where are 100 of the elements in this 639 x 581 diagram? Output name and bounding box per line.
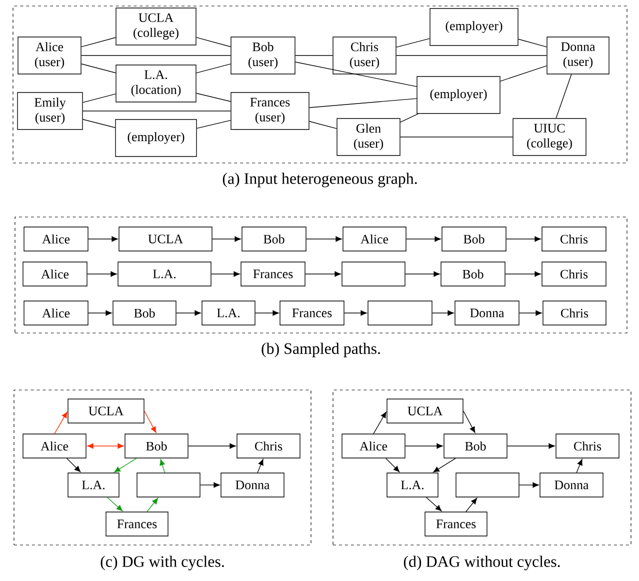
arrow: [176, 310, 201, 316]
node-box: (employer): [416, 76, 500, 114]
node-box: Donna: [220, 472, 284, 498]
node-box: Alice: [24, 300, 88, 326]
node-box: Bob: [242, 226, 306, 252]
node-box: L.A. (location): [116, 64, 196, 102]
connector-line: [81, 64, 116, 74]
node-box: UCLA: [118, 226, 212, 252]
node-box: Chris: [542, 226, 606, 252]
arrow: [344, 310, 367, 316]
arrow: [87, 443, 124, 449]
node-box: Bob (user): [230, 36, 296, 74]
arrow: [146, 498, 158, 512]
arrow: [306, 236, 342, 242]
node-box: Alice: [22, 262, 88, 286]
node-box: Alice (user): [18, 36, 82, 74]
connector-line: [295, 62, 417, 87]
arrow: [519, 482, 539, 488]
empty-box: [368, 300, 432, 326]
arrow: [211, 271, 240, 277]
connector-line: [400, 114, 418, 122]
node-box: Frances: [240, 262, 306, 286]
panel-title: (b) Sampled paths.: [262, 342, 380, 358]
arrow: [257, 459, 264, 473]
connector-line: [81, 55, 231, 56]
arrow: [114, 458, 137, 472]
node-box: (employer): [430, 8, 518, 46]
arrow: [88, 236, 118, 242]
arrow: [200, 482, 220, 488]
node-box: Bob: [112, 300, 176, 326]
arrow: [54, 412, 68, 434]
node-box: (employer): [115, 119, 197, 157]
node-box: L.A.: [386, 472, 438, 498]
empty-box: [342, 262, 406, 286]
connector-line: [309, 121, 337, 129]
connector-line: [196, 92, 231, 102]
arrow: [432, 310, 454, 316]
arrow: [433, 458, 456, 472]
arrow: [106, 497, 123, 512]
node-box: Chris (user): [332, 36, 396, 74]
connector-line: [500, 66, 547, 82]
arrow: [66, 458, 81, 472]
connector-line: [82, 94, 116, 103]
arrow: [426, 497, 442, 512]
node-box: Frances: [280, 300, 344, 326]
arrow: [87, 271, 117, 277]
node-box: Donna (user): [546, 36, 610, 74]
node-box: Bob: [124, 434, 188, 458]
node-box: Emily (user): [17, 92, 83, 130]
empty-box: [136, 472, 200, 498]
node-box: UIUC (college): [512, 118, 586, 156]
connector-line: [518, 38, 547, 48]
arrow: [188, 443, 236, 449]
connector-line: [196, 37, 231, 48]
arrow: [305, 271, 341, 277]
node-box: Glen (user): [336, 118, 400, 156]
node-box: Donna: [540, 472, 604, 498]
connector-line: [196, 64, 231, 74]
node-box: Alice: [342, 226, 406, 252]
connector-line: [81, 37, 116, 48]
node-box: Alice: [24, 226, 88, 252]
node-box: Chris: [542, 300, 606, 326]
arrow: [507, 443, 555, 449]
panel-title: (a) Input heterogeneous graph.: [222, 172, 417, 188]
arrow: [255, 310, 279, 316]
arrow: [212, 236, 241, 242]
arrow: [386, 458, 400, 472]
node-box: Alice: [342, 434, 406, 458]
node-box: Chris: [236, 434, 300, 458]
node-box: Frances: [106, 512, 168, 536]
node-box: Frances (user): [230, 92, 310, 130]
connector-line: [196, 120, 231, 129]
arrow: [505, 271, 541, 277]
node-box: Frances: [424, 512, 488, 536]
arrow: [88, 310, 112, 316]
node-box: Donna: [454, 300, 520, 326]
connector-line: [82, 110, 231, 112]
node-box: L.A.: [68, 472, 120, 498]
empty-box: [456, 472, 520, 498]
connector-line: [309, 98, 417, 108]
arrow: [160, 459, 166, 473]
arrow: [576, 459, 582, 473]
arrow: [406, 236, 441, 242]
node-box: UCLA (college): [116, 8, 196, 46]
arrow: [373, 412, 386, 434]
node-box: Alice: [22, 434, 86, 458]
node-box: Bob: [442, 226, 506, 252]
node-box: UCLA: [68, 398, 144, 424]
node-box: Bob: [444, 434, 508, 458]
arrow: [463, 410, 476, 433]
arrow: [405, 271, 440, 277]
panel-title: (c) DG with cycles.: [100, 556, 224, 570]
connector-line: [295, 55, 333, 56]
arrow: [405, 443, 443, 449]
connector-line: [396, 38, 430, 48]
node-box: L.A.: [202, 300, 256, 326]
node-box: Bob: [440, 262, 506, 286]
arrow: [144, 410, 156, 433]
node-box: Chris: [542, 262, 606, 286]
node-box: L.A.: [118, 262, 212, 286]
